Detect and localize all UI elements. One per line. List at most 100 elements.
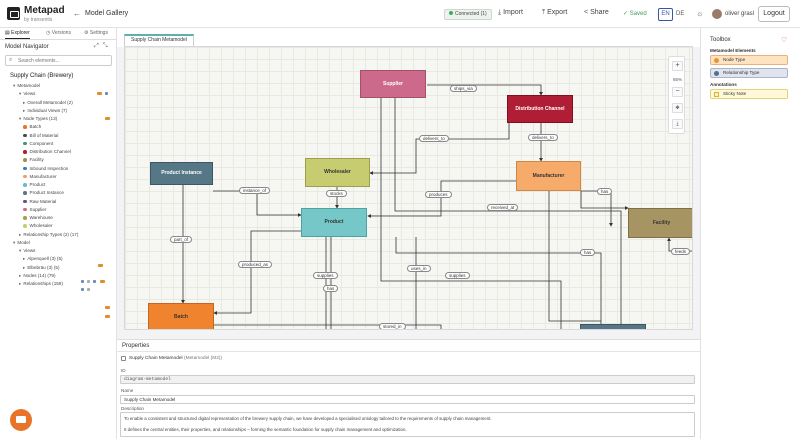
edge-label[interactable]: uses_in xyxy=(407,265,431,272)
chevron-right-icon[interactable]: ▸ xyxy=(23,264,26,270)
tree-item-label: Wholesaler xyxy=(29,223,53,229)
arrow-left-icon[interactable]: ← xyxy=(73,9,81,18)
tree-item[interactable]: Wholesaler xyxy=(23,223,52,228)
expand-all-icon[interactable]: ⤢ xyxy=(94,43,103,49)
avatar[interactable] xyxy=(712,9,722,19)
tree-item[interactable]: Product xyxy=(23,182,45,187)
edge-label[interactable]: stocks xyxy=(326,190,347,197)
edge-label[interactable]: has xyxy=(323,285,339,292)
element-checkbox[interactable] xyxy=(121,356,126,361)
diagram-canvas[interactable]: ships_via delivers_to delivers_to instan… xyxy=(124,46,693,330)
tree-item[interactable]: ▾Node Types (13) xyxy=(19,116,57,122)
tree-item[interactable]: Warehouse xyxy=(23,215,53,220)
edge-label[interactable]: stored_in xyxy=(379,323,406,329)
edge-label[interactable]: delivers_to xyxy=(528,134,558,141)
language-de-button[interactable]: DE xyxy=(676,11,685,17)
description-line: It defines the central entities, their p… xyxy=(124,427,407,432)
chevron-right-icon[interactable]: ▸ xyxy=(19,231,22,237)
edge-label[interactable]: produces xyxy=(425,191,452,198)
heart-icon[interactable]: ♡ xyxy=(781,37,788,44)
tree-root[interactable]: Supply Chain (Brewery) xyxy=(10,73,74,79)
node-type-color-icon xyxy=(23,158,27,162)
tree-item[interactable]: ▸Elbebräu (3) (5) xyxy=(23,265,59,271)
tree-item[interactable]: ▾Views xyxy=(19,248,35,254)
tree-item[interactable]: Product Instance xyxy=(23,190,64,195)
logout-button[interactable]: Logout xyxy=(758,6,790,22)
edge-label[interactable]: produced_as xyxy=(238,261,273,268)
breadcrumb-model-gallery[interactable]: Model Gallery xyxy=(85,10,129,17)
tree-item[interactable]: Manufacturer xyxy=(23,174,57,179)
zoom-out-icon[interactable]: − xyxy=(672,87,683,97)
chevron-down-icon[interactable]: ▾ xyxy=(13,239,16,245)
tree-item[interactable]: Facility xyxy=(23,157,44,162)
zoom-in-icon[interactable]: + xyxy=(672,61,683,71)
node-partial[interactable] xyxy=(580,324,646,329)
tree-item[interactable]: Bill of Material xyxy=(23,133,58,138)
relationship-type-item[interactable]: Relationship Type xyxy=(710,68,788,78)
chevron-right-icon[interactable]: ▸ xyxy=(23,256,26,262)
node-type-color-icon xyxy=(23,207,27,212)
language-en-button[interactable]: EN xyxy=(658,8,673,21)
node-distribution-channel[interactable]: Distribution Channel xyxy=(507,95,573,123)
tree-item[interactable]: ▸Overall Metamodel (2) xyxy=(23,100,73,106)
chevron-down-icon[interactable]: ▾ xyxy=(19,116,22,121)
chevron-down-icon[interactable]: ▾ xyxy=(13,83,16,88)
edge-label[interactable]: delivers_to xyxy=(419,135,449,142)
theme-toggle-icon[interactable]: ☼ xyxy=(696,9,704,18)
chevron-down-icon[interactable]: ▾ xyxy=(19,91,22,97)
description-field[interactable]: To enable a consistent and structured di… xyxy=(120,412,695,437)
edge-produced-as xyxy=(213,230,301,315)
tree-item[interactable]: Raw Material xyxy=(23,199,56,204)
tree-item[interactable]: ▸Individual Views (7) xyxy=(23,108,67,114)
tree-item[interactable]: ▸Relationships (159) xyxy=(19,281,63,287)
collapse-all-icon[interactable]: ⤡ xyxy=(102,43,112,49)
chevron-down-icon[interactable]: ▾ xyxy=(19,248,22,253)
node-supplier[interactable]: Supplier xyxy=(360,70,426,98)
node-wholesaler[interactable]: Wholesaler xyxy=(305,158,370,187)
edge-label[interactable]: feeds xyxy=(671,248,691,255)
edge-label[interactable]: ships_via xyxy=(450,85,477,92)
fit-view-icon[interactable]: ✥ xyxy=(672,103,683,113)
tree-item[interactable]: ▸Nodes (14) (79) xyxy=(19,273,55,279)
tree-item[interactable]: Component xyxy=(23,141,53,146)
chevron-right-icon[interactable]: ▸ xyxy=(23,99,26,105)
sticky-note-item[interactable]: Sticky Note xyxy=(710,89,788,99)
edge-received-at xyxy=(580,191,629,210)
tree-item[interactable]: ▾Model xyxy=(13,240,30,246)
tab-explorer[interactable]: ▤ Explorer xyxy=(5,30,30,39)
tree-item[interactable]: Batch xyxy=(23,124,41,129)
export-button[interactable]: ⤒Export xyxy=(542,9,568,16)
tree-item[interactable]: ▸Relationship Types (2) (17) xyxy=(19,232,78,238)
edge-label[interactable]: has xyxy=(597,188,613,195)
tree-item[interactable]: ▾Metamodel xyxy=(13,83,40,89)
node-product-instance[interactable]: Product Instance xyxy=(150,162,213,185)
share-button[interactable]: <Share xyxy=(584,9,609,16)
chevron-right-icon[interactable]: ▸ xyxy=(23,107,26,113)
node-product[interactable]: Product xyxy=(301,208,367,237)
download-icon[interactable]: ⤓ xyxy=(672,119,683,129)
node-type-item[interactable]: Node Type xyxy=(710,55,788,65)
tree-item[interactable]: Supplier xyxy=(23,207,46,212)
edge-label[interactable]: instance_of xyxy=(239,187,271,194)
edge-label[interactable]: received_at xyxy=(487,204,519,211)
tree-item[interactable]: ▾Views xyxy=(19,91,35,97)
diagram-tab[interactable]: Supply Chain Metamodel xyxy=(124,34,194,46)
node-manufacturer[interactable]: Manufacturer xyxy=(516,161,581,191)
tree-item[interactable]: Distribution Channel xyxy=(23,149,71,154)
chevron-right-icon[interactable]: ▸ xyxy=(19,272,22,278)
search-input[interactable] xyxy=(18,57,110,65)
edge-label[interactable]: part_of xyxy=(170,236,193,243)
chat-icon[interactable] xyxy=(10,409,32,431)
tree-item[interactable]: Inbound Inspection xyxy=(23,166,68,171)
chevron-right-icon[interactable]: ▸ xyxy=(19,281,22,286)
tab-settings[interactable]: ⚙ Settings xyxy=(84,30,108,36)
edge-label[interactable]: has xyxy=(580,249,596,256)
edge-label[interactable]: supplies xyxy=(313,272,338,279)
node-batch[interactable]: Batch xyxy=(148,303,214,329)
import-button[interactable]: ⤓Import xyxy=(498,9,523,16)
node-facility[interactable]: Facility xyxy=(628,208,692,238)
tab-versions[interactable]: ◷ Versions xyxy=(46,30,71,36)
edge-label[interactable]: supplies xyxy=(445,272,470,279)
tree-item[interactable]: ▸Alpenquell (3) (5) xyxy=(23,256,63,262)
name-field[interactable]: Supply Chain Metamodel xyxy=(120,395,695,404)
